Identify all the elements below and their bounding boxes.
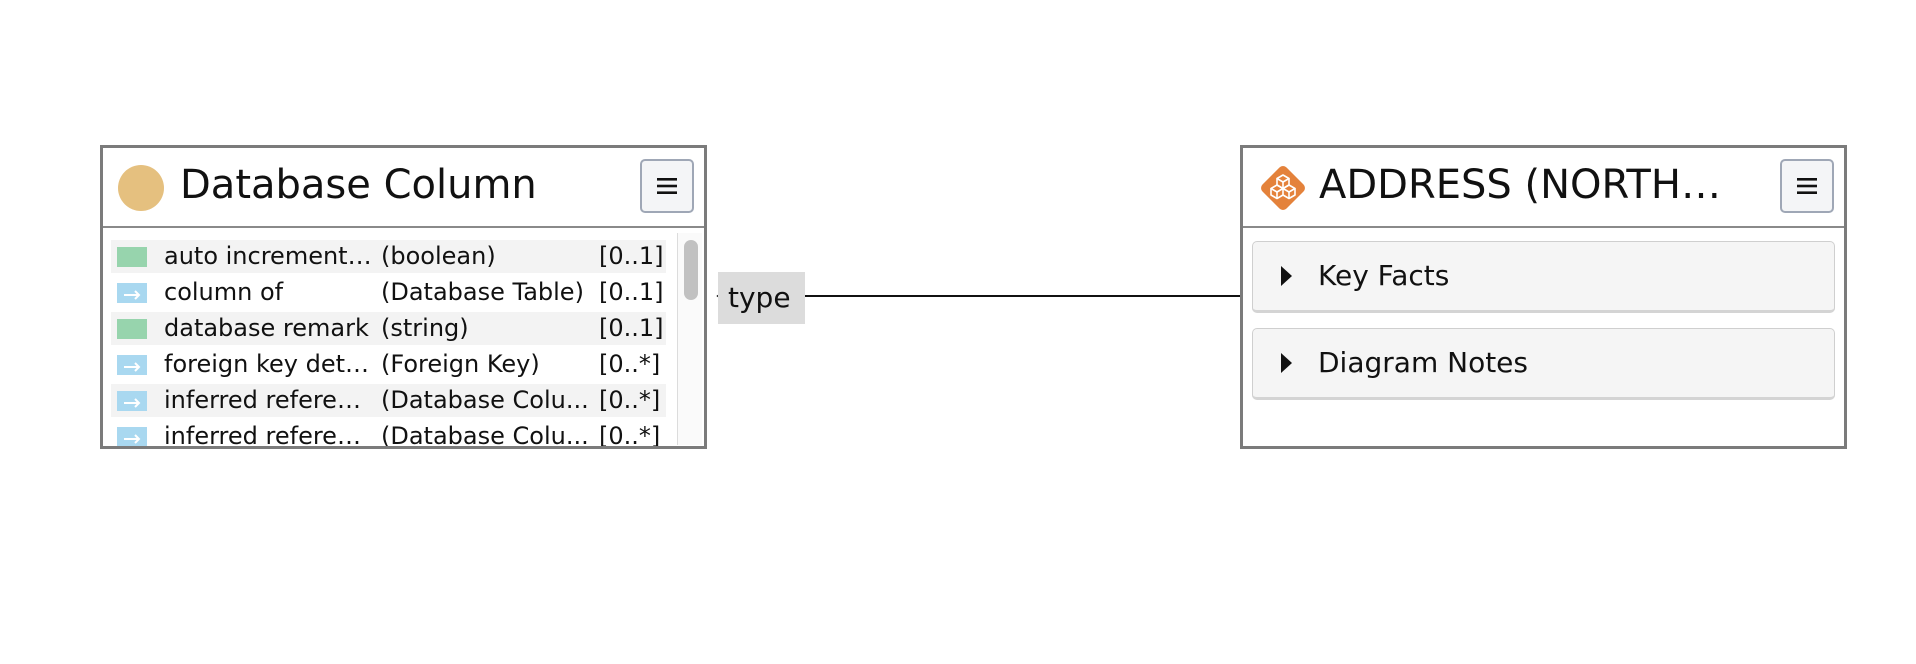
attribute-row[interactable]: database remark (string) [0..1] (111, 312, 666, 345)
primitive-attribute-icon (117, 319, 147, 339)
diagram-notes-section[interactable]: Diagram Notes (1252, 328, 1835, 400)
attribute-cardinality: [0..*] (599, 350, 661, 378)
arrow-right-icon (124, 434, 141, 444)
attribute-name: column of (164, 278, 284, 306)
attribute-cardinality: [0..*] (599, 422, 661, 446)
arrow-right-icon (124, 290, 141, 300)
arrow-right-icon (124, 362, 141, 372)
node-title: ADDRESS (NORTHWIN... (1319, 162, 1759, 208)
attribute-type: (Database Colu... (381, 386, 589, 414)
attribute-row[interactable]: foreign key details (Foreign Key) [0..*] (111, 348, 666, 381)
reference-attribute-icon (117, 427, 147, 446)
address-northwind-node[interactable]: ADDRESS (NORTHWIN... Key Facts Diagram N… (1240, 145, 1847, 449)
attribute-row[interactable]: column of (Database Table) [0..1] (111, 276, 666, 309)
attribute-cardinality: [0..*] (599, 386, 661, 414)
attribute-type: (boolean) (381, 242, 496, 270)
database-column-node[interactable]: Database Column auto incremented (boolea… (100, 145, 707, 449)
key-facts-section[interactable]: Key Facts (1252, 241, 1835, 313)
attribute-scrollbar-thumb[interactable] (684, 240, 698, 300)
attribute-cardinality: [0..1] (599, 278, 664, 306)
attribute-row[interactable]: auto incremented (boolean) [0..1] (111, 240, 666, 273)
cubes-diamond-icon (1257, 162, 1309, 214)
primitive-attribute-icon (117, 247, 147, 267)
attribute-type: (Foreign Key) (381, 350, 540, 378)
reference-attribute-icon (117, 391, 147, 411)
circle-icon (118, 165, 164, 211)
node-header: ADDRESS (NORTHWIN... (1243, 148, 1844, 228)
section-label: Key Facts (1318, 259, 1450, 292)
attribute-name: inferred referenc... (164, 386, 376, 414)
reference-attribute-icon (117, 283, 147, 303)
attribute-type: (Database Table) (381, 278, 584, 306)
attribute-type: (Database Colu... (381, 422, 589, 446)
node-menu-button[interactable] (640, 159, 694, 213)
attribute-row[interactable]: inferred referenc... (Database Colu... [… (111, 384, 666, 417)
node-header: Database Column (103, 148, 704, 228)
arrow-right-icon (124, 398, 141, 408)
attribute-row[interactable]: inferred referenc... (Database Colu... [… (111, 420, 666, 446)
attribute-name: database remark (164, 314, 369, 342)
hamburger-icon (657, 178, 677, 194)
section-label: Diagram Notes (1318, 346, 1528, 379)
attribute-list[interactable]: auto incremented (boolean) [0..1] column… (111, 240, 666, 446)
attribute-cardinality: [0..1] (599, 314, 664, 342)
reference-attribute-icon (117, 355, 147, 375)
caret-right-icon (1281, 266, 1292, 286)
attribute-name: foreign key details (164, 350, 376, 378)
attribute-name: inferred referenc... (164, 422, 376, 446)
node-menu-button[interactable] (1780, 159, 1834, 213)
hamburger-icon (1797, 178, 1817, 194)
attribute-name: auto incremented (164, 242, 376, 270)
attribute-cardinality: [0..1] (599, 242, 664, 270)
caret-right-icon (1281, 353, 1292, 373)
attribute-type: (string) (381, 314, 469, 342)
edge-label-type[interactable]: type (718, 272, 805, 324)
node-title: Database Column (180, 162, 537, 208)
